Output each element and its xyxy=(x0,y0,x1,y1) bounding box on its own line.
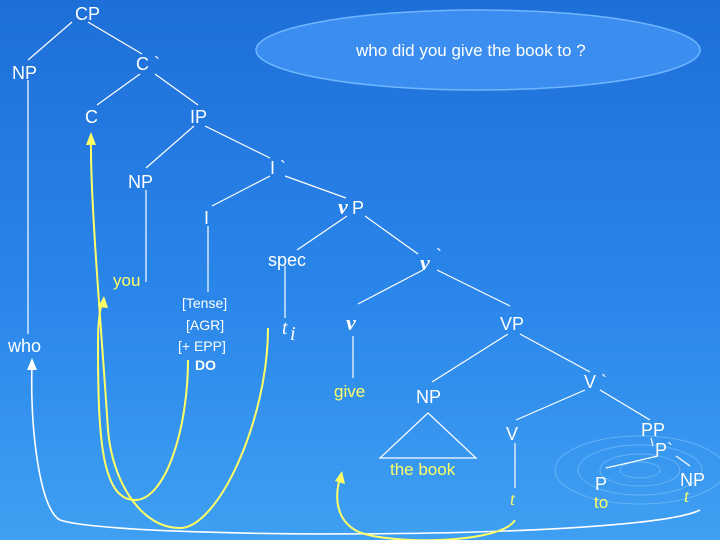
node-pp: PP xyxy=(641,420,665,440)
i-feature-do: DO xyxy=(195,357,216,373)
node-i-bar: I ` xyxy=(270,158,286,178)
word-to: to xyxy=(594,493,608,512)
ripple-decoration xyxy=(554,435,720,505)
node-spec: spec xyxy=(268,250,306,270)
aux-movement-arrow xyxy=(89,139,269,530)
node-little-v: v xyxy=(346,310,356,335)
node-little-v-p-v: v xyxy=(338,194,348,219)
node-v-bar: V ` xyxy=(584,372,607,392)
node-np-subject: NP xyxy=(128,172,153,192)
node-little-v-bar: v xyxy=(420,250,430,275)
node-np-pp: NP xyxy=(680,470,705,490)
node-v: V xyxy=(506,424,518,444)
word-you: you xyxy=(113,271,140,290)
node-ip: IP xyxy=(190,107,207,127)
i-feature-agr: [AGR] xyxy=(186,317,224,333)
node-vp: VP xyxy=(500,314,524,334)
question-ellipse xyxy=(255,9,701,91)
word-who: who xyxy=(7,336,41,356)
phrase-the-book: the book xyxy=(390,460,456,479)
node-c-bar: C ` xyxy=(136,54,160,74)
tree-node-labels: CP NP C ` C IP NP I ` I v P spec v ` you… xyxy=(7,4,705,512)
node-p: P xyxy=(595,474,607,494)
node-little-v-p-p: P xyxy=(352,198,364,218)
node-cp: CP xyxy=(75,4,100,24)
node-i: I xyxy=(204,208,209,228)
trace-verb: t xyxy=(510,489,516,509)
i-feature-epp: [+ EPP] xyxy=(178,338,226,354)
movement-arrows xyxy=(27,132,701,540)
wh-arrowhead-icon xyxy=(27,358,37,370)
node-little-v-bar-mark: ` xyxy=(436,246,442,266)
trace-subject: t xyxy=(282,317,288,339)
question-text: who did you give the book to ? xyxy=(355,41,586,60)
tree-edges xyxy=(27,21,691,488)
i-feature-tense: [Tense] xyxy=(182,295,227,311)
node-np-spec-cp: NP xyxy=(12,63,37,83)
subject-movement-arrow xyxy=(96,301,189,502)
question-callout: who did you give the book to ? xyxy=(255,9,701,91)
verb-movement-arrow xyxy=(336,477,516,540)
trace-subject-index: i xyxy=(290,323,296,345)
subject-arrowhead-icon xyxy=(98,296,108,308)
node-c: C xyxy=(85,107,98,127)
verb-arrowhead-icon xyxy=(335,471,345,484)
trace-np-pp: t xyxy=(684,486,690,506)
node-np-object: NP xyxy=(416,387,441,407)
aux-arrowhead-icon xyxy=(86,132,96,145)
wh-movement-arrow xyxy=(30,363,701,535)
word-give: give xyxy=(334,382,365,401)
node-p-bar: P` xyxy=(655,440,673,460)
np-triangle xyxy=(378,412,478,459)
